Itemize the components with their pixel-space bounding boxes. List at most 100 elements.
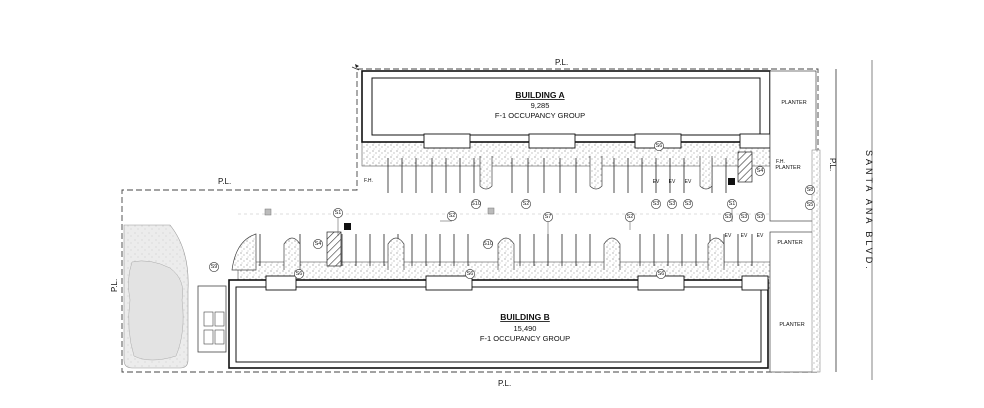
building-a-entries (423, 133, 771, 149)
building-b-entries (265, 275, 769, 291)
sign-bubble: S6 (465, 269, 475, 279)
svg-text:S1: S1 (729, 201, 736, 207)
planter-label: PLANTER (777, 240, 802, 246)
building-b-title: BUILDING B (500, 312, 550, 322)
ev-label: EV (741, 233, 748, 239)
svg-text:S3: S3 (685, 201, 692, 207)
sign-bubble: S3 (755, 212, 765, 222)
svg-text:S4: S4 (757, 168, 764, 174)
sign-bubble: S10 (471, 199, 481, 209)
ev-label: EV (725, 233, 732, 239)
sign-bubble: S4 (313, 239, 323, 249)
utility-box-icon (487, 207, 495, 215)
planter-islands (231, 233, 725, 271)
building-a-area: 9,285 (531, 101, 550, 110)
svg-text:S5: S5 (807, 202, 814, 208)
building-b-inner (235, 286, 762, 363)
svg-text:S7: S7 (545, 214, 552, 220)
svg-text:S3: S3 (741, 214, 748, 220)
accessible-aisle-upper (737, 151, 753, 183)
ev-label: EV (757, 233, 764, 239)
sign-bubble: S3 (651, 199, 661, 209)
svg-text:S3: S3 (757, 214, 764, 220)
building-a-inner (371, 77, 761, 136)
planter-island (231, 233, 257, 271)
sign-bubble: S6 (656, 269, 666, 279)
svg-text:S6: S6 (296, 271, 303, 277)
ev-label: EV (653, 179, 660, 185)
street-name: SANTA ANA BLVD. (864, 150, 874, 272)
sign-bubble: S2 (521, 199, 531, 209)
pl-label-right-side: P.L. (828, 158, 837, 171)
sign-bubble: S3 (723, 212, 733, 222)
ev-labels: EV EV EV EV EV EV (653, 179, 764, 239)
planter-label: PLANTER (775, 165, 800, 171)
planter-strip-bottom (769, 231, 817, 373)
sign-bubble: S7 (543, 212, 553, 222)
light-pole-icon (728, 178, 735, 185)
planter-island (479, 156, 493, 190)
sign-bubble: S3 (683, 199, 693, 209)
utility-box-icon (264, 208, 272, 216)
planter-island (589, 156, 603, 190)
svg-text:S10: S10 (471, 201, 481, 207)
sign-bubble: S8 (805, 185, 815, 195)
svg-text:S2: S2 (449, 213, 456, 219)
svg-text:S9: S9 (211, 264, 218, 270)
upper-parking-stalls (387, 156, 727, 193)
svg-text:S3: S3 (669, 201, 676, 207)
fire-hydrant-label: F.H. (364, 178, 373, 184)
planter-island (283, 237, 301, 270)
property-line (121, 68, 819, 373)
svg-text:S6: S6 (658, 271, 665, 277)
sign-bubble: S4 (755, 166, 765, 176)
planter-island (699, 156, 713, 190)
building-a-title: BUILDING A (515, 90, 564, 100)
fire-hydrant-label: F.H. (776, 159, 785, 165)
sign-bubble: S2 (447, 211, 457, 221)
accessible-aisle-lower (326, 231, 342, 267)
svg-text:S3: S3 (725, 214, 732, 220)
svg-text:S4: S4 (315, 241, 322, 247)
planter-label: PLANTER (779, 322, 804, 328)
pl-label-bottom: P.L. (498, 379, 511, 388)
svg-text:S6: S6 (656, 143, 663, 149)
svg-text:S6: S6 (467, 271, 474, 277)
sign-bubble: S3 (739, 212, 749, 222)
sign-bubble: S10 (483, 239, 493, 249)
planter-island (707, 237, 725, 270)
building-a-occupancy: F-1 OCCUPANCY GROUP (495, 111, 585, 120)
svg-text:S3: S3 (653, 201, 660, 207)
building-b-area: 15,490 (514, 324, 537, 333)
planter-strip-top (769, 70, 817, 222)
ev-label: EV (669, 179, 676, 185)
planter-label: PLANTER (781, 100, 806, 106)
svg-text:S8: S8 (807, 187, 814, 193)
sign-bubble: S1 (727, 199, 737, 209)
pl-label-left-side: P.L. (110, 279, 119, 292)
planter-island (387, 237, 405, 270)
landscape-lawn (128, 260, 184, 361)
pl-label-top: P.L. (555, 58, 568, 67)
ev-label: EV (685, 179, 692, 185)
sign-bubble: S5 (805, 200, 815, 210)
sign-bubble: S6 (294, 269, 304, 279)
svg-text:S10: S10 (483, 241, 493, 247)
planter-island (603, 237, 621, 270)
sign-bubble: S6 (654, 141, 664, 151)
sign-bubble: S3 (667, 199, 677, 209)
pl-label-left-upper: P.L. (218, 177, 231, 186)
building-b-occupancy: F-1 OCCUPANCY GROUP (480, 334, 570, 343)
light-pole-icon (344, 223, 351, 230)
north-arrow-icon (351, 64, 360, 71)
sign-bubble: S1 (333, 208, 343, 218)
sign-bubble: S9 (209, 262, 219, 272)
svg-text:S2: S2 (627, 214, 634, 220)
sign-bubble: S2 (625, 212, 635, 222)
planter-island (497, 237, 515, 270)
svg-text:S2: S2 (523, 201, 530, 207)
svg-text:S1: S1 (335, 210, 342, 216)
trash-enclosure (197, 285, 227, 353)
